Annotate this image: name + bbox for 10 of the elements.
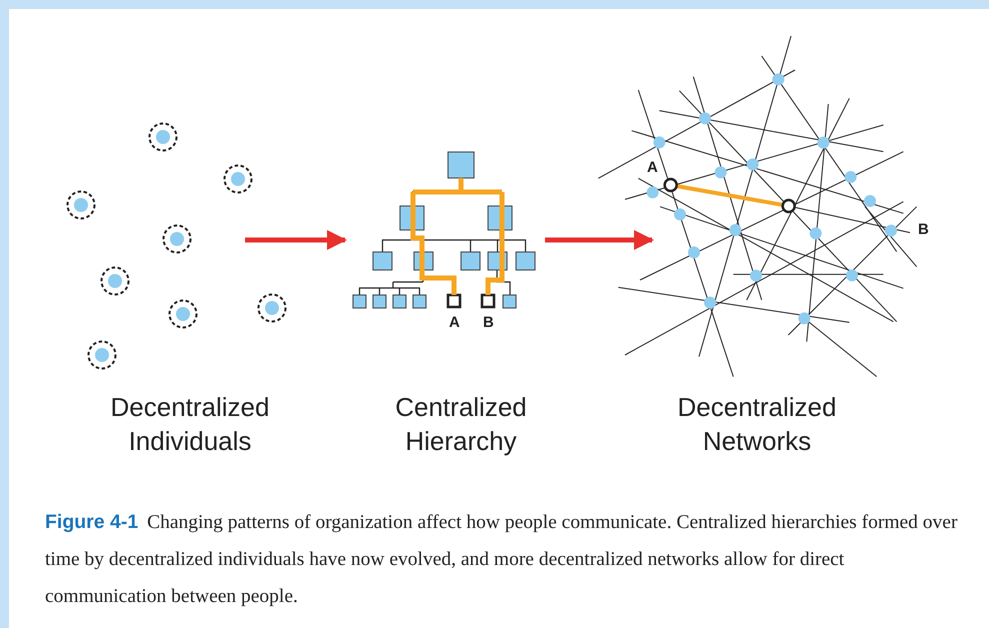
arrow [545,230,654,250]
panel-title: Decentralized Individuals [110,391,270,458]
panel-title: Centralized Hierarchy [394,391,528,458]
figure-caption: Figure 4-1 Changing patterns of organization affect how people communicate. Centralized hierarchies formed over time by decentralized individuals have now evolved, and more decentralized networks allow for direct communication between people. [45,510,958,609]
point-label: A [449,315,460,330]
arrow [245,230,347,250]
point-label: A [647,160,658,175]
point-label: B [918,222,929,237]
panel-title: Decentralized Networks [676,391,838,458]
point-label: B [483,315,494,330]
